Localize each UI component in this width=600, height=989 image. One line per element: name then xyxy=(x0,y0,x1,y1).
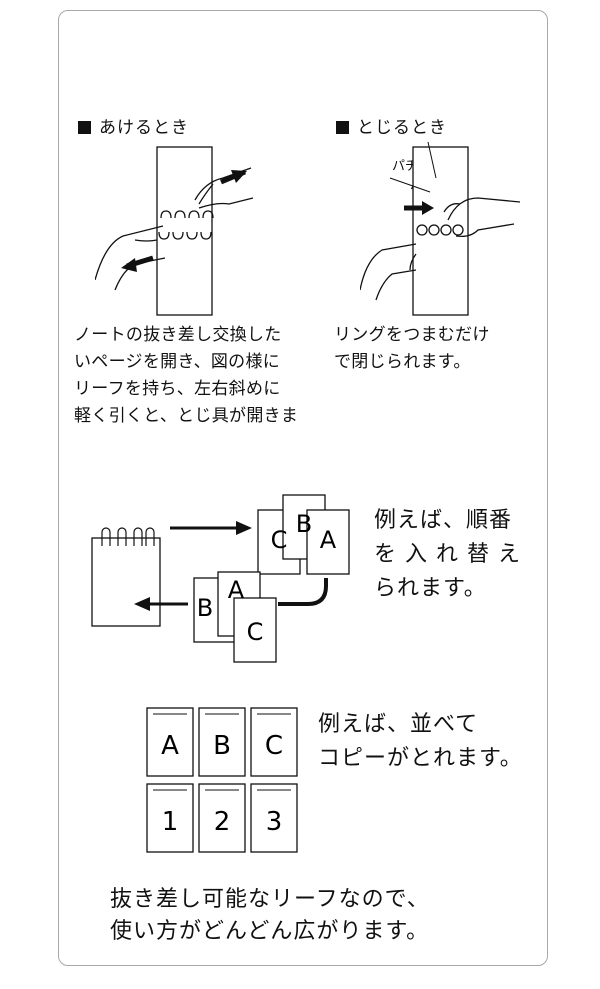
square-bullet-icon xyxy=(78,121,91,134)
notebook-icon xyxy=(91,527,161,627)
card-letter: B xyxy=(197,594,213,622)
open-description: ノートの抜き差し交換した いページを開き、図の様に リーフを持ち、左右斜めに 軽… xyxy=(74,325,299,426)
open-heading: あけるとき xyxy=(78,113,189,138)
close-illustration xyxy=(360,141,521,316)
pinching-hand xyxy=(443,197,521,238)
top-card-stack: C B A xyxy=(257,494,350,575)
number-cell: 3 xyxy=(266,807,283,837)
copy-text: 例えば、並べて コピーがとれます。 xyxy=(318,712,523,771)
bottom-card-stack: B A C xyxy=(193,571,277,663)
reorder-text: 例えば、順番 を 入 れ 替 え られます。 xyxy=(374,508,521,601)
arrow-head-right xyxy=(236,521,252,535)
ring-binder-closed xyxy=(416,224,464,236)
letter-cell: A xyxy=(161,731,179,761)
number-cell: 2 xyxy=(214,807,231,837)
card-letter: A xyxy=(228,576,245,604)
card-letter: C xyxy=(271,526,288,554)
footer-text: 抜き差し可能なリーフなので、 使い方がどんどん広がります。 xyxy=(110,887,430,944)
close-description: リングをつまむだけ で閉じられます。 xyxy=(334,325,490,372)
sound-label-1: パチ xyxy=(392,159,419,174)
card-letter: B xyxy=(296,510,312,538)
arrow-head-left xyxy=(121,258,137,272)
number-cell: 1 xyxy=(162,807,179,837)
letter-cell: B xyxy=(213,731,231,761)
open-heading-text: あけるとき xyxy=(99,118,189,138)
open-illustration xyxy=(95,146,254,316)
ring-binder-open xyxy=(158,210,214,240)
card-letter: C xyxy=(247,618,264,646)
right-hand xyxy=(194,167,254,209)
letter-cell: C xyxy=(265,731,283,761)
square-bullet-icon xyxy=(336,121,349,134)
copy-grid: A B C 1 2 3 xyxy=(146,707,298,853)
leaf-sheet xyxy=(156,146,213,316)
sound-lines xyxy=(389,141,437,193)
arrow-head-right xyxy=(422,201,434,215)
card-letter: A xyxy=(320,526,337,554)
return-arrow-line xyxy=(278,578,328,606)
arrow-head-right xyxy=(231,170,247,183)
close-heading: とじるとき xyxy=(336,113,447,138)
left-hand xyxy=(95,225,166,291)
holding-hand xyxy=(360,243,417,301)
reorder-diagram: C B A B A C xyxy=(91,494,350,663)
close-heading-text: とじるとき xyxy=(357,118,447,138)
arrow-head-left xyxy=(134,597,150,611)
